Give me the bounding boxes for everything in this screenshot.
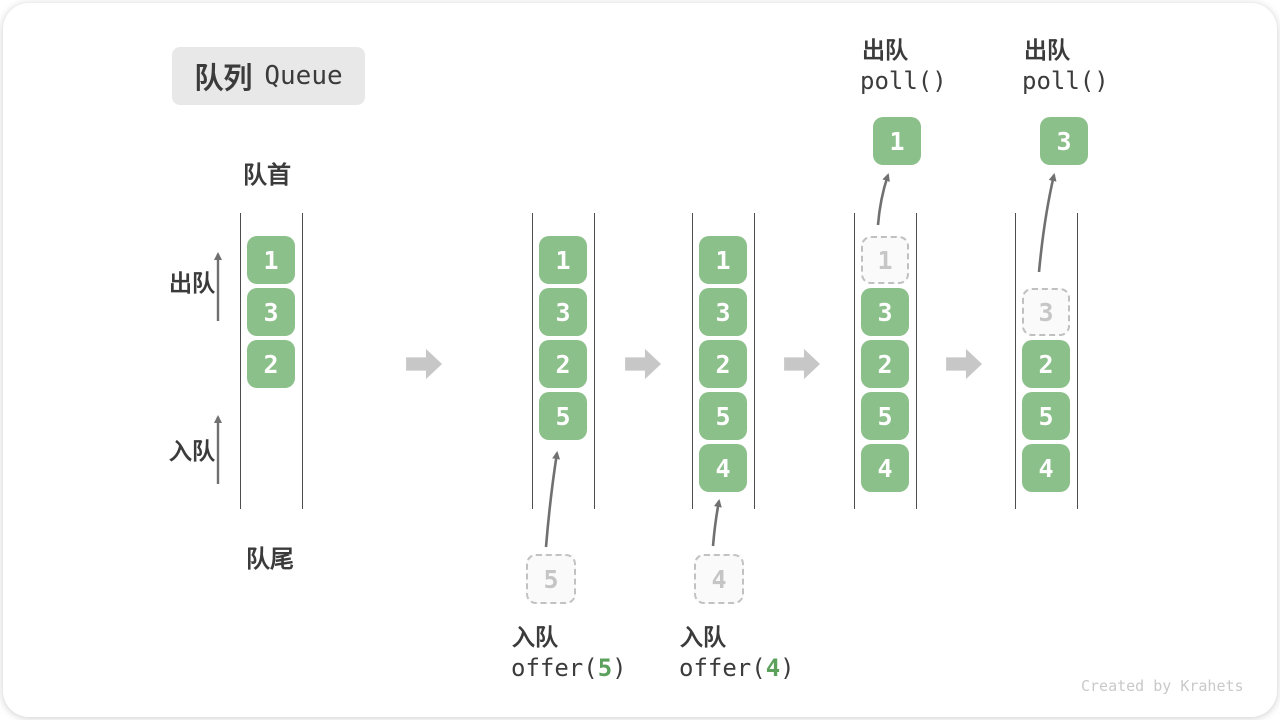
title-zh: 队列 bbox=[194, 63, 253, 95]
staged-value-box: 5 bbox=[526, 554, 576, 604]
queue-state-after-poll-3: 3 2 5 4 bbox=[1015, 213, 1078, 509]
queue-cell: 3 bbox=[539, 288, 587, 336]
queue-state-after-offer-4: 1 3 2 5 4 bbox=[692, 213, 755, 509]
queue-cell: 5 bbox=[699, 392, 747, 440]
title-badge: 队列 Queue bbox=[172, 47, 365, 105]
flow-arrow-icon bbox=[406, 348, 442, 380]
queue-front-label: 队首 bbox=[243, 162, 291, 189]
queue-rear-label: 队尾 bbox=[246, 546, 294, 573]
flow-arrow-icon bbox=[625, 348, 661, 380]
queue-cell: 2 bbox=[539, 340, 587, 388]
queue-cell: 3 bbox=[699, 288, 747, 336]
queue-cell: 2 bbox=[861, 340, 909, 388]
credit-text: Created by Krahets bbox=[1081, 677, 1244, 695]
dequeue-op-label: 出队 bbox=[1024, 37, 1070, 63]
queue-cell: 5 bbox=[539, 392, 587, 440]
queue-cell: 2 bbox=[699, 340, 747, 388]
dequeue-op-label: 出队 bbox=[862, 37, 908, 63]
staged-value-box: 4 bbox=[694, 554, 744, 604]
queue-cell-removed: 1 bbox=[861, 236, 909, 284]
queue-cell: 5 bbox=[861, 392, 909, 440]
flow-arrow-icon bbox=[946, 348, 982, 380]
queue-cell: 4 bbox=[1022, 444, 1070, 492]
queue-cell: 4 bbox=[699, 444, 747, 492]
queue-cell: 1 bbox=[699, 236, 747, 284]
enqueue-op-label: 入队 bbox=[680, 624, 726, 650]
dequeue-op-code: poll() bbox=[860, 67, 947, 95]
title-en: Queue bbox=[264, 61, 343, 91]
enqueue-op-code: offer(4) bbox=[679, 654, 795, 682]
queue-state-after-poll-1: 1 3 2 5 4 bbox=[854, 213, 917, 509]
poll-result-box: 1 bbox=[873, 117, 921, 165]
queue-cell-removed: 3 bbox=[1022, 288, 1070, 336]
queue-cell: 1 bbox=[539, 236, 587, 284]
enqueue-op-code: offer(5) bbox=[511, 654, 627, 682]
enqueue-side-label: 入队 bbox=[169, 438, 215, 464]
code-prefix: offer( bbox=[679, 654, 766, 682]
enqueue-op-label: 入队 bbox=[512, 624, 558, 650]
code-suffix: ) bbox=[612, 654, 627, 682]
dequeue-side-label: 出队 bbox=[169, 270, 215, 296]
code-arg: 5 bbox=[597, 654, 613, 682]
code-prefix: offer( bbox=[511, 654, 598, 682]
diagram-card: 队列 Queue 队首 队尾 出队 入队 1 3 2 1 3 2 5 1 3 2… bbox=[3, 3, 1277, 717]
flow-arrow-icon bbox=[784, 348, 820, 380]
queue-state-initial: 1 3 2 bbox=[240, 213, 303, 509]
poll-result-box: 3 bbox=[1040, 117, 1088, 165]
queue-cell: 5 bbox=[1022, 392, 1070, 440]
queue-cell: 3 bbox=[247, 288, 295, 336]
queue-cell: 2 bbox=[247, 340, 295, 388]
code-arg: 4 bbox=[765, 654, 781, 682]
queue-cell: 4 bbox=[861, 444, 909, 492]
queue-cell: 3 bbox=[861, 288, 909, 336]
code-suffix: ) bbox=[780, 654, 795, 682]
queue-state-after-offer-5: 1 3 2 5 bbox=[532, 213, 595, 509]
dequeue-op-code: poll() bbox=[1022, 67, 1109, 95]
queue-cell: 1 bbox=[247, 236, 295, 284]
queue-cell: 2 bbox=[1022, 340, 1070, 388]
